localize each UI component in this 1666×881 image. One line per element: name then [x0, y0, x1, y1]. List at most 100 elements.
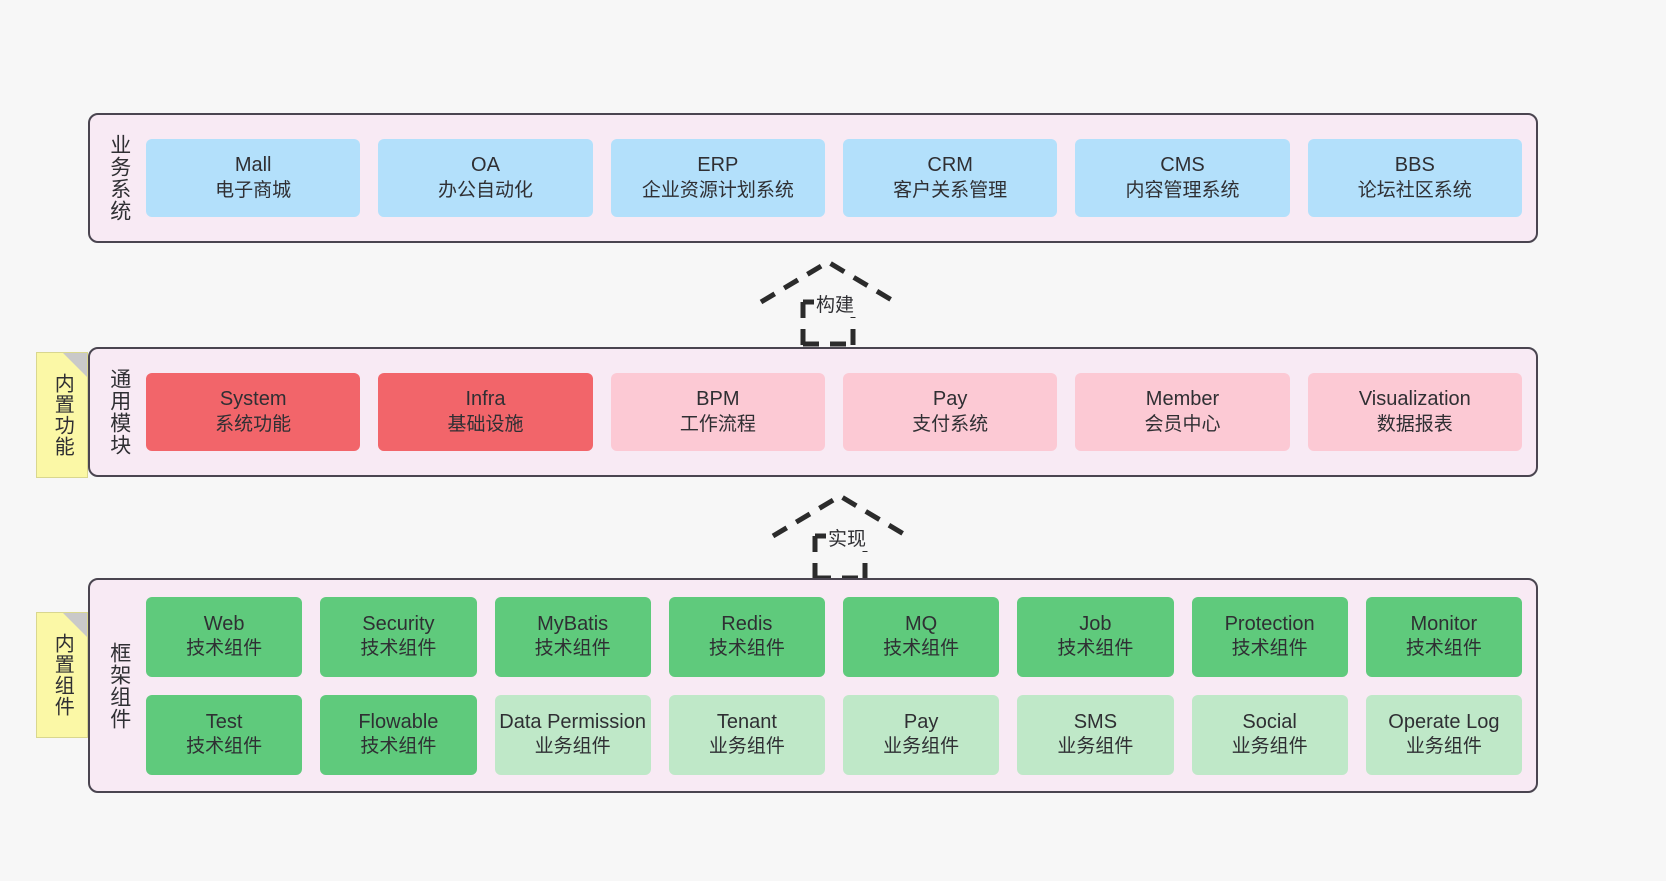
node-bpm[interactable]: BPM 工作流程 — [610, 373, 825, 451]
layer-body-framework-component: Web 技术组件 Security 技术组件 MyBatis 技术组件 Redi… — [142, 580, 1536, 791]
node-row: Web 技术组件 Security 技术组件 MyBatis 技术组件 Redi… — [146, 596, 1522, 677]
node-title: OA — [471, 154, 500, 177]
node-erp[interactable]: ERP 企业资源计划系统 — [610, 139, 825, 217]
fold-corner-icon — [63, 353, 87, 377]
node-title: Pay — [932, 388, 968, 411]
node-row: Mall 电子商城 OA 办公自动化 ERP 企业资源计划系统 CRM 客户关系… — [146, 139, 1522, 217]
node-subtitle: 技术组件 — [1057, 638, 1134, 660]
node-subtitle: 业务组件 — [883, 736, 960, 758]
node-cms[interactable]: CMS 内容管理系统 — [1075, 139, 1290, 217]
node-subtitle: 内容管理系统 — [1125, 179, 1240, 201]
node-sms[interactable]: SMS 业务组件 — [1017, 694, 1174, 775]
node-test[interactable]: Test 技术组件 — [146, 694, 303, 775]
node-social[interactable]: Social 业务组件 — [1191, 694, 1348, 775]
node-mq[interactable]: MQ 技术组件 — [843, 596, 1000, 677]
layer-title-framework-component: 框架组件 — [107, 641, 131, 730]
node-title: Operate Log — [1388, 710, 1500, 733]
connector-implement: 实现 — [768, 490, 918, 582]
node-security[interactable]: Security 技术组件 — [320, 596, 477, 677]
fold-corner-icon — [63, 613, 87, 637]
node-pay-business[interactable]: Pay 业务组件 — [843, 694, 1000, 775]
node-title: CMS — [1160, 154, 1205, 177]
node-subtitle: 技术组件 — [360, 638, 437, 660]
node-title: MQ — [905, 612, 938, 635]
node-job[interactable]: Job 技术组件 — [1017, 596, 1174, 677]
node-subtitle: 技术组件 — [883, 638, 960, 660]
node-title: Tenant — [716, 710, 777, 733]
node-subtitle: 技术组件 — [1231, 638, 1308, 660]
node-title: SMS — [1073, 710, 1118, 733]
node-pay[interactable]: Pay 支付系统 — [842, 373, 1058, 451]
node-title: Infra — [465, 388, 506, 411]
node-flowable[interactable]: Flowable 技术组件 — [320, 694, 477, 775]
node-subtitle: 技术组件 — [708, 638, 785, 660]
node-data-permission[interactable]: Data Permission 业务组件 — [494, 694, 651, 775]
node-row: System 系统功能 Infra 基础设施 BPM 工作流程 Pay 支付系统… — [146, 373, 1522, 451]
node-subtitle: 技术组件 — [186, 638, 263, 660]
node-subtitle: 业务组件 — [1405, 736, 1482, 758]
node-subtitle: 技术组件 — [1405, 638, 1482, 660]
node-title: Mall — [234, 154, 272, 177]
node-title: Redis — [721, 612, 773, 635]
node-subtitle: 基础设施 — [447, 413, 524, 435]
node-title: Protection — [1224, 612, 1315, 635]
node-title: BPM — [696, 388, 740, 411]
node-title: BBS — [1394, 154, 1435, 177]
sticky-note-label: 内置功能 — [51, 373, 74, 457]
node-subtitle: 技术组件 — [360, 736, 437, 758]
layer-framework-component[interactable]: 框架组件 Web 技术组件 Security 技术组件 MyBatis 技术组件 — [88, 578, 1538, 793]
node-title: ERP — [697, 154, 739, 177]
node-subtitle: 工作流程 — [679, 413, 756, 435]
node-title: Security — [362, 612, 435, 635]
layer-common-module[interactable]: 通用模块 System 系统功能 Infra 基础设施 BPM 工作流程 Pay… — [88, 347, 1538, 477]
node-title: Web — [203, 612, 245, 635]
node-row: Test 技术组件 Flowable 技术组件 Data Permission … — [146, 694, 1522, 775]
node-web[interactable]: Web 技术组件 — [146, 596, 303, 677]
node-subtitle: 技术组件 — [534, 638, 611, 660]
node-subtitle: 办公自动化 — [437, 179, 533, 201]
node-visualization[interactable]: Visualization 数据报表 — [1307, 373, 1522, 451]
node-subtitle: 支付系统 — [912, 413, 989, 435]
node-bbs[interactable]: BBS 论坛社区系统 — [1307, 139, 1522, 217]
node-member[interactable]: Member 会员中心 — [1075, 373, 1290, 451]
node-title: Pay — [903, 710, 939, 733]
node-subtitle: 业务组件 — [1057, 736, 1134, 758]
node-infra[interactable]: Infra 基础设施 — [378, 373, 593, 451]
node-mybatis[interactable]: MyBatis 技术组件 — [494, 596, 651, 677]
connector-build: 构建 — [756, 256, 906, 348]
node-subtitle: 论坛社区系统 — [1357, 179, 1472, 201]
node-title: MyBatis — [537, 612, 609, 635]
node-redis[interactable]: Redis 技术组件 — [668, 596, 825, 677]
node-title: Data Permission — [499, 710, 646, 733]
node-title: Social — [1242, 710, 1297, 733]
node-title: Member — [1145, 388, 1220, 411]
node-title: Job — [1079, 612, 1112, 635]
node-subtitle: 业务组件 — [708, 736, 785, 758]
node-protection[interactable]: Protection 技术组件 — [1191, 596, 1348, 677]
node-title: Flowable — [358, 710, 439, 733]
node-title: CRM — [927, 154, 973, 177]
layer-business-system[interactable]: 业务系统 Mall 电子商城 OA 办公自动化 ERP 企业资源计划系统 CRM… — [88, 113, 1538, 243]
node-title: Visualization — [1358, 388, 1471, 411]
node-subtitle: 系统功能 — [215, 413, 292, 435]
node-subtitle: 电子商城 — [215, 179, 292, 201]
sticky-note-label: 内置组件 — [51, 633, 74, 717]
node-operate-log[interactable]: Operate Log 业务组件 — [1365, 694, 1522, 775]
node-tenant[interactable]: Tenant 业务组件 — [668, 694, 825, 775]
node-crm[interactable]: CRM 客户关系管理 — [842, 139, 1058, 217]
node-subtitle: 企业资源计划系统 — [641, 179, 794, 201]
node-mall[interactable]: Mall 电子商城 — [146, 139, 361, 217]
node-oa[interactable]: OA 办公自动化 — [378, 139, 593, 217]
node-system[interactable]: System 系统功能 — [146, 373, 361, 451]
node-subtitle: 技术组件 — [186, 736, 263, 758]
layer-title-common-module: 通用模块 — [107, 368, 131, 456]
sticky-note-builtin-function: 内置功能 — [36, 352, 88, 478]
connector-label-build: 构建 — [814, 290, 857, 317]
node-monitor[interactable]: Monitor 技术组件 — [1365, 596, 1522, 677]
layer-title-business-system: 业务系统 — [107, 134, 131, 222]
node-subtitle: 客户关系管理 — [893, 179, 1008, 201]
node-subtitle: 数据报表 — [1376, 413, 1453, 435]
node-title: Monitor — [1410, 612, 1478, 635]
node-subtitle: 业务组件 — [534, 736, 611, 758]
node-subtitle: 业务组件 — [1231, 736, 1308, 758]
